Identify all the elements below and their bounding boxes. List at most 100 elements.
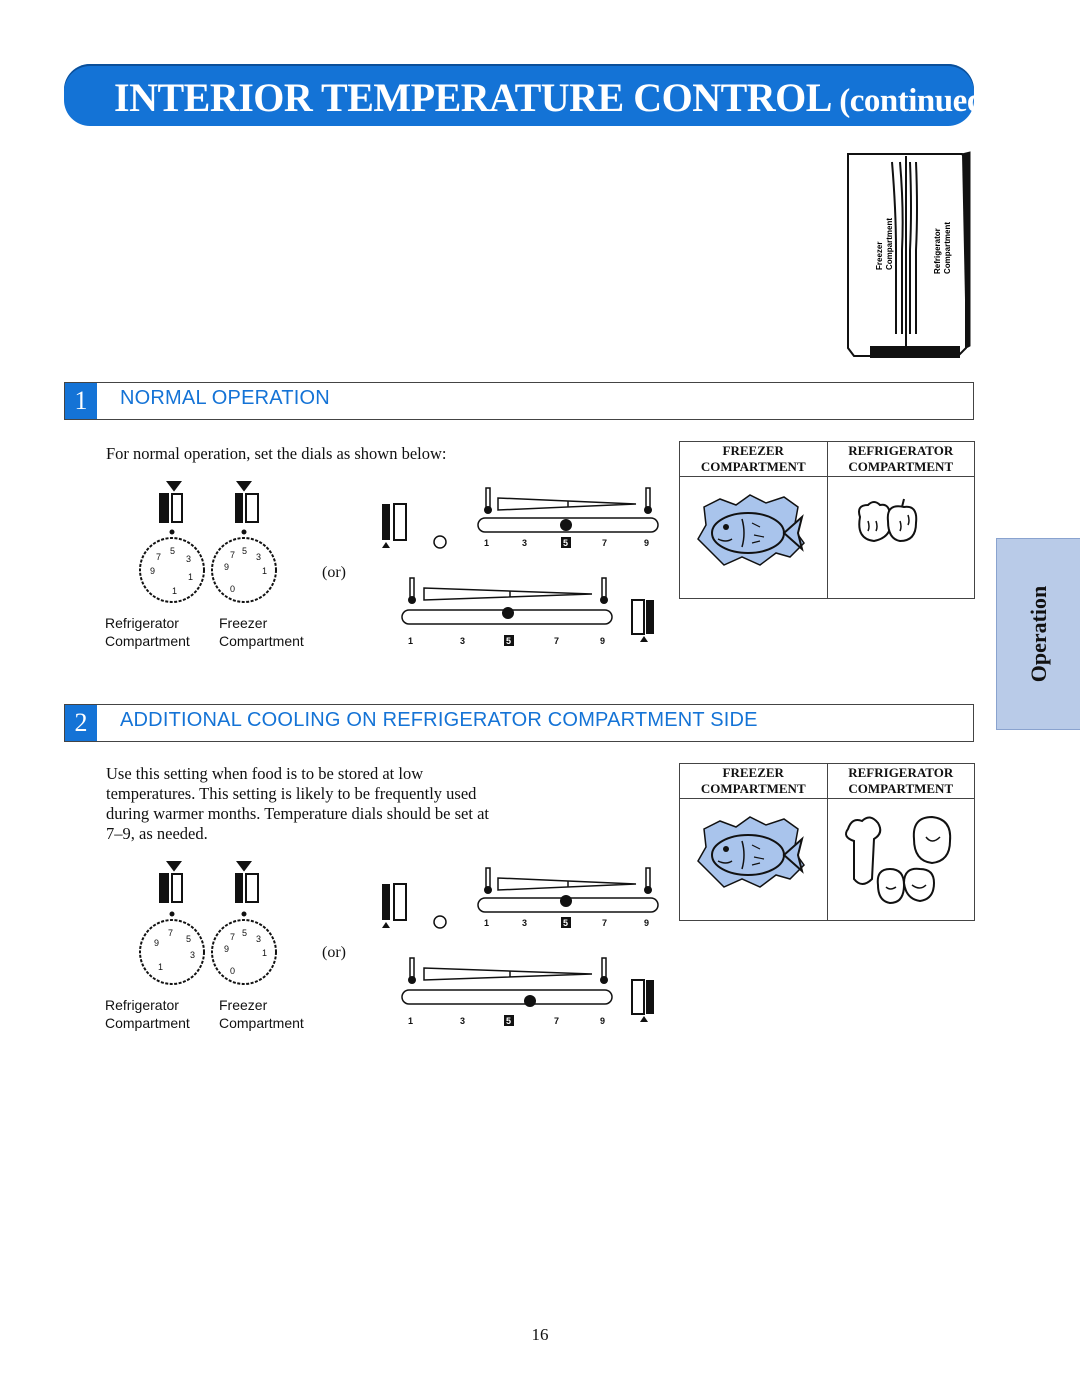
svg-text:9: 9	[644, 918, 649, 928]
svg-text:3: 3	[256, 934, 261, 944]
svg-text:5: 5	[506, 636, 511, 646]
fridge-refrigerator-label-2: Compartment	[943, 222, 952, 274]
svg-text:5: 5	[242, 546, 247, 556]
table-body	[680, 799, 974, 920]
page-number: 16	[531, 1325, 549, 1344]
title-main: INTERIOR TEMPERATURE CONTROL	[114, 75, 830, 120]
svg-text:3: 3	[256, 552, 261, 562]
svg-text:0: 0	[230, 966, 235, 976]
svg-text:7: 7	[602, 538, 607, 548]
head-line: COMPARTMENT	[848, 781, 954, 796]
title-banner: INTERIOR TEMPERATURE CONTROL (continued)	[64, 64, 996, 126]
svg-text:5: 5	[563, 538, 568, 548]
label-line: Freezer	[219, 615, 268, 631]
svg-text:5: 5	[563, 918, 568, 928]
text-line: temperatures. This setting is likely to …	[106, 784, 477, 803]
freezer-cell	[680, 477, 828, 598]
label-line: Compartment	[105, 633, 190, 649]
section-1-number: 1	[65, 383, 97, 419]
table-body	[680, 477, 974, 598]
section-1-dial-left-label: Refrigerator Compartment	[105, 614, 190, 650]
page-title: INTERIOR TEMPERATURE CONTROL (continued)	[114, 74, 996, 121]
svg-text:3: 3	[186, 554, 191, 564]
slider-bottom: 1 3 5 7 9	[401, 577, 654, 646]
head-line: COMPARTMENT	[700, 459, 806, 474]
label-line: Freezer	[219, 997, 268, 1013]
fridge-freezer-label: Freezer	[875, 242, 884, 270]
operation-tab-label: Operation	[1026, 585, 1051, 683]
svg-text:5: 5	[170, 546, 175, 556]
refrigerator-cell	[828, 799, 975, 920]
svg-text:1: 1	[484, 918, 489, 928]
head-line: COMPARTMENT	[700, 781, 806, 796]
svg-text:7: 7	[554, 636, 559, 646]
label-line: Compartment	[219, 1015, 304, 1031]
head-line: REFRIGERATOR	[848, 765, 954, 780]
vegetables-icon	[844, 815, 951, 905]
svg-text:7: 7	[168, 928, 173, 938]
section-2-header: 2 ADDITIONAL COOLING ON REFRIGERATOR COM…	[64, 704, 974, 742]
svg-text:9: 9	[600, 636, 605, 646]
head-line: FREEZER	[722, 765, 784, 780]
label-line: Compartment	[219, 633, 304, 649]
head-line: REFRIGERATOR	[848, 443, 954, 458]
svg-text:3: 3	[522, 538, 527, 548]
svg-text:1: 1	[172, 586, 177, 596]
text-line: during warmer months. Temperature dials …	[106, 804, 489, 823]
svg-text:5: 5	[186, 934, 191, 944]
text-line: Use this setting when food is to be stor…	[106, 764, 424, 783]
section-2-dial-right-label: Freezer Compartment	[219, 996, 304, 1032]
section-1-header: 1 NORMAL OPERATION	[64, 382, 974, 420]
section-1-sliders: 1 3 5 7 9 1 3 5 7 9	[382, 487, 659, 646]
svg-text:9: 9	[644, 538, 649, 548]
svg-text:7: 7	[156, 552, 161, 562]
frz-dial-indicator	[235, 481, 259, 523]
freezer-dial	[211, 919, 277, 985]
ref-dial-indicator	[159, 481, 183, 523]
vegetables-icon	[857, 498, 917, 543]
svg-text:9: 9	[154, 938, 159, 948]
freezer-cell	[680, 799, 828, 920]
refrigerator-dial	[139, 919, 205, 985]
svg-text:3: 3	[190, 950, 195, 960]
head-line: FREEZER	[722, 443, 784, 458]
svg-text:3: 3	[460, 1016, 465, 1026]
svg-text:0: 0	[230, 584, 235, 594]
refrigerator-cell	[828, 477, 975, 598]
fridge-freezer-label-2: Compartment	[885, 218, 894, 270]
section-2-dial-left-label: Refrigerator Compartment	[105, 996, 190, 1032]
section-2-text: Use this setting when food is to be stor…	[106, 764, 489, 844]
svg-text:5: 5	[242, 928, 247, 938]
freezer-dial	[211, 537, 277, 603]
svg-text:3: 3	[460, 636, 465, 646]
label-line: Refrigerator	[105, 615, 179, 631]
section-1-dial-right-label: Freezer Compartment	[219, 614, 304, 650]
operation-tab[interactable]: Operation	[996, 538, 1080, 730]
svg-text:7: 7	[554, 1016, 559, 1026]
svg-text:7: 7	[230, 932, 235, 942]
label-line: Refrigerator	[105, 997, 179, 1013]
svg-text:7: 7	[602, 918, 607, 928]
svg-text:1: 1	[408, 636, 413, 646]
title-suffix: (continued)	[839, 83, 996, 119]
svg-text:9: 9	[224, 562, 229, 572]
svg-text:1: 1	[188, 572, 193, 582]
section-2-or: (or)	[322, 944, 346, 961]
text-line: 7–9, as needed.	[106, 824, 208, 843]
svg-text:1: 1	[262, 566, 267, 576]
section-2-number: 2	[65, 705, 97, 741]
label-line: Compartment	[105, 1015, 190, 1031]
section-1-text: For normal operation, set the dials as s…	[106, 444, 447, 463]
